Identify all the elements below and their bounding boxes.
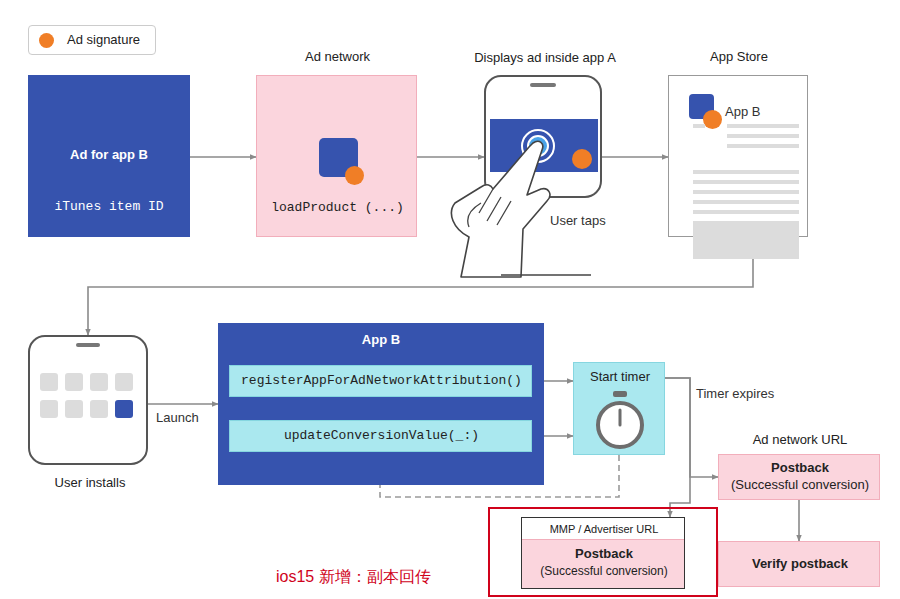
- node-text: Verify postback: [719, 556, 881, 572]
- verify-box: Verify postback: [718, 541, 880, 587]
- node-text: Postback: [719, 460, 881, 476]
- hand-outline: [451, 141, 549, 277]
- connector: [88, 237, 753, 335]
- app-icon-grid: [40, 373, 58, 391]
- node-text: MMP / Advertiser URL: [522, 522, 686, 536]
- legend-text: Ad signature: [67, 32, 140, 48]
- node-text: User taps: [548, 213, 608, 229]
- connector: [798, 500, 800, 541]
- app-b-panel: App B registerAppForAdNetworkAttribution(…: [218, 323, 544, 485]
- edge-label: Timer expires: [694, 386, 776, 402]
- placeholder-bar: [693, 221, 799, 259]
- node-text: iTunes item ID: [28, 199, 190, 215]
- ad-box: Ad for app B iTunes item ID: [28, 75, 190, 237]
- node-text: App Store: [669, 49, 809, 65]
- node-text: (Successful conversion): [522, 563, 686, 579]
- app-store-page: App StoreApp B: [668, 75, 808, 237]
- node-text: Postback: [522, 546, 686, 562]
- node-text: Start timer: [574, 369, 666, 385]
- node-text: updateConversionValue(_:): [230, 428, 533, 444]
- app-icon-grid: [115, 373, 133, 391]
- placeholder-bar: [727, 124, 799, 128]
- node-text: User installs: [0, 475, 180, 491]
- connector: [417, 156, 484, 158]
- app-icon-grid: [90, 373, 108, 391]
- node-text: Ad network: [257, 49, 418, 65]
- phone-edge: [501, 274, 591, 275]
- phone-installed: User installs: [28, 335, 148, 465]
- node-text: App B: [725, 104, 760, 120]
- placeholder-bar: [693, 200, 799, 204]
- app-icon-grid: [65, 373, 83, 391]
- stopwatch-hand: [619, 410, 622, 425]
- node-text: (Successful conversion): [719, 477, 881, 493]
- connector: [602, 156, 668, 158]
- method-box: registerAppForAdNetworkAttribution(): [229, 365, 532, 397]
- placeholder-bar: [693, 170, 799, 174]
- phone-app-a: Displays ad inside app AUser taps: [484, 75, 602, 198]
- placeholder-bar: [693, 180, 799, 184]
- stopwatch-crown: [613, 391, 627, 397]
- app-icon-grid: [115, 400, 133, 418]
- finger-lines: [468, 189, 511, 227]
- app-icon-grid: [65, 400, 83, 418]
- connector: [148, 403, 218, 405]
- node-text: ios15 新增：副本回传: [276, 567, 431, 587]
- timer-box: Start timer: [573, 362, 665, 455]
- ad-signature-dot: [345, 166, 364, 185]
- ad-signature-dot: [703, 110, 722, 129]
- node-text: App B: [218, 332, 544, 348]
- mmp-postback-box: MMP / Advertiser URL Postback(Successful …: [521, 517, 685, 589]
- placeholder-bar: [693, 210, 799, 214]
- node-text: Displays ad inside app A: [406, 50, 684, 66]
- phone-notch: [530, 83, 556, 87]
- placeholder-bar: [727, 134, 799, 138]
- node-text: registerAppForAdNetworkAttribution(): [230, 373, 533, 389]
- highlight-frame: ios15 新增：副本回传MMP / Advertiser URLPostbac…: [488, 507, 718, 597]
- node-text: Ad network URL: [719, 432, 881, 448]
- stopwatch-face: [598, 403, 642, 447]
- app-icon-grid: [90, 400, 108, 418]
- connector: [665, 378, 690, 517]
- connector: [190, 156, 256, 158]
- node-text: Ad for app B: [28, 147, 190, 163]
- legend-box: Ad signature: [28, 25, 156, 55]
- placeholder-bar: [693, 190, 799, 194]
- node-text: loadProduct (...): [257, 200, 418, 216]
- method-box: updateConversionValue(_:): [229, 420, 532, 452]
- phone-notch: [76, 343, 100, 347]
- legend-swatch: [39, 33, 54, 48]
- app-icon-grid: [40, 400, 58, 418]
- placeholder-bar: [693, 124, 705, 128]
- edge-label: Launch: [154, 410, 201, 426]
- ad-signature-dot: [572, 149, 592, 169]
- ad-network-panel: Ad networkloadProduct (...): [256, 75, 417, 237]
- postback-box: Ad network URLPostback(Successful conver…: [718, 454, 880, 500]
- placeholder-bar: [727, 144, 799, 148]
- stopwatch-icon: [590, 389, 650, 451]
